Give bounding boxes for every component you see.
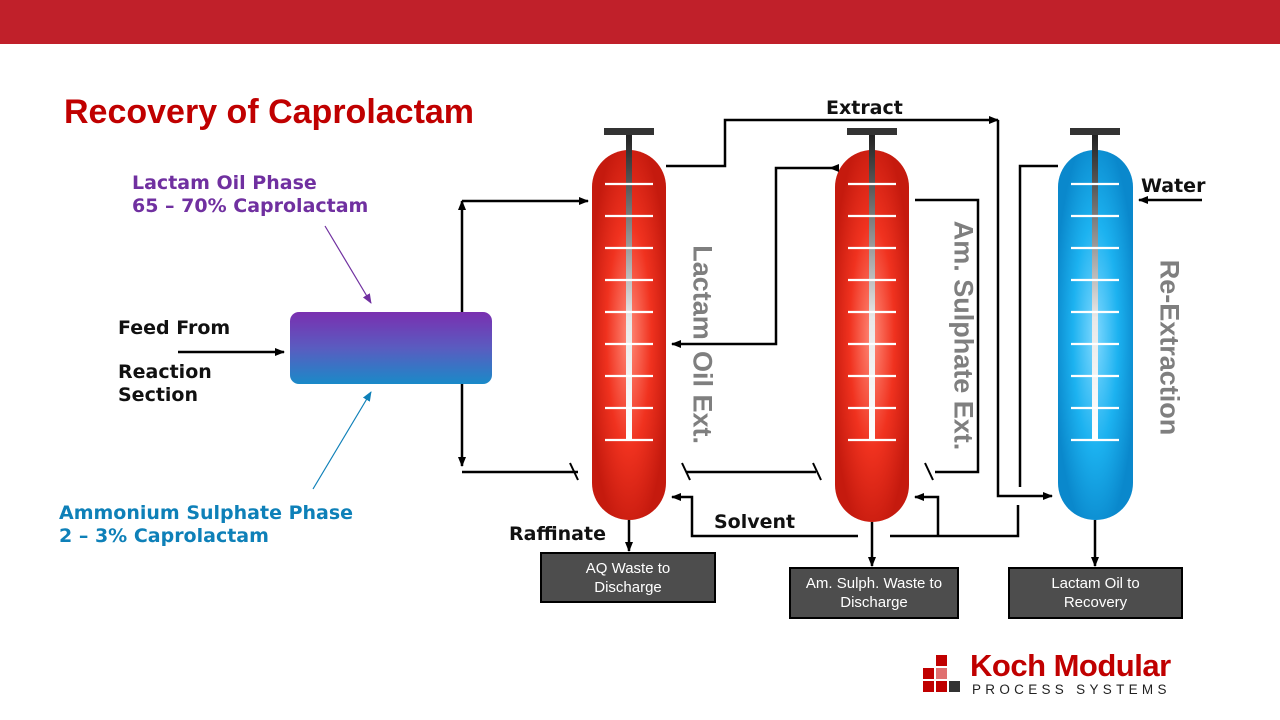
logo-tagline: PROCESS SYSTEMS	[972, 682, 1171, 697]
am-sulph-waste-box: Am. Sulph. Waste to Discharge	[789, 567, 959, 619]
page-title: Recovery of Caprolactam	[64, 93, 475, 131]
ammonium-phase-label: Ammonium Sulphate Phase 2 – 3% Caprolact…	[59, 502, 354, 547]
col2-top-return	[671, 166, 830, 348]
lactam-oil-phase-label: Lactam Oil Phase 65 – 70% Caprolactam	[132, 172, 369, 217]
lactam-oil-recovery-box: Lactam Oil to Recovery	[1008, 567, 1183, 619]
feed-label-line1: Feed From	[118, 317, 231, 339]
raffinate-label: Raffinate	[509, 523, 606, 545]
extract-down-line	[996, 120, 1053, 500]
solvent-from-col3	[890, 505, 1020, 538]
col3-top-outlet	[1018, 164, 1058, 487]
separator-vessel	[290, 312, 492, 384]
solvent-line	[671, 493, 858, 538]
col2-right-loop	[915, 198, 980, 474]
extract-label: Extract	[826, 97, 903, 119]
aq-waste-box: AQ Waste to Discharge	[540, 552, 716, 603]
extract-line	[666, 116, 999, 168]
am-sulphate-column-label: Am. Sulphate Ext.	[948, 220, 979, 451]
re-extraction-column-label: Re-Extraction	[1154, 259, 1185, 436]
lactam-oil-pointer	[324, 225, 372, 304]
logo-name: Koch Modular	[970, 648, 1171, 683]
solvent-label: Solvent	[714, 511, 796, 533]
lactam-column-label-part2: Oil Ext.	[687, 350, 718, 445]
feed-label-line2: Reaction Section	[118, 361, 212, 406]
ammonium-pointer	[312, 391, 372, 490]
break-1	[569, 462, 579, 481]
header-bar	[0, 0, 1280, 44]
koch-logo-mark	[923, 655, 960, 692]
col2-solvent-in	[914, 493, 940, 536]
water-label: Water	[1141, 175, 1206, 197]
lactam-column-label-part1: Lactam	[687, 245, 718, 340]
